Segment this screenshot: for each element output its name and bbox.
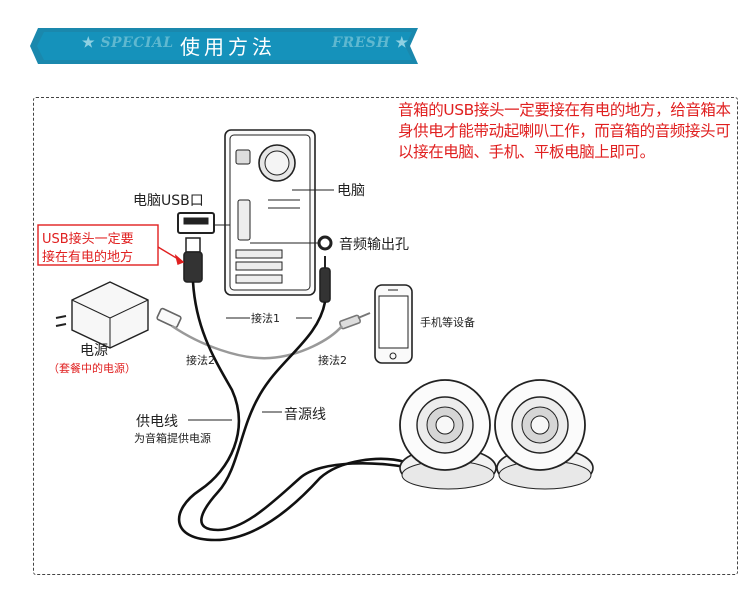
power-line-label: 供电线 <box>136 414 178 430</box>
phone-icon <box>374 284 413 364</box>
banner-title: 使用方法 <box>180 35 276 59</box>
audio-line-label: 音源线 <box>284 407 326 423</box>
banner-left-tag: ★ SPECIAL <box>82 35 174 51</box>
computer-label: 电脑 <box>337 183 365 199</box>
method2-right-label: 接法2 <box>318 354 347 367</box>
phone-label: 手机等设备 <box>420 316 475 329</box>
power-label: 电源 <box>80 343 108 359</box>
diagram-frame <box>33 97 738 575</box>
banner-special-text: SPECIAL <box>100 35 174 51</box>
method1-label: 接法1 <box>251 312 280 325</box>
power-line-sub-label: 为音箱提供电源 <box>134 432 211 445</box>
banner-right-tag: FRESH ★ <box>332 35 409 51</box>
usb-plug-icon <box>156 307 182 329</box>
section-banner: ★ SPECIAL 使用方法 FRESH ★ <box>30 22 420 70</box>
speakers-icon <box>399 379 594 490</box>
method2-left-label: 接法2 <box>186 354 215 367</box>
usb-note-line1: USB接头一定要 <box>42 232 134 247</box>
audio-out-label: 音频输出孔 <box>339 237 409 253</box>
banner-fresh-text: FRESH <box>332 35 391 51</box>
usage-note: 音箱的USB接头一定要接在有电的地方，给音箱本身供电才能带动起喇叭工作，而音箱的… <box>398 101 731 161</box>
usb-note-line2: 接在有电的地方 <box>42 250 134 265</box>
banner-background <box>30 28 418 64</box>
usb-note-box <box>37 224 159 266</box>
star-icon: ★ <box>395 35 409 51</box>
computer-tower-icon <box>224 129 316 296</box>
audio-jack-icon <box>338 312 371 330</box>
star-icon: ★ <box>82 35 96 51</box>
usb-port-label: 电脑USB口 <box>133 193 204 209</box>
power-adapter-icon <box>55 281 149 349</box>
power-sub-label: （套餐中的电源） <box>48 362 136 375</box>
